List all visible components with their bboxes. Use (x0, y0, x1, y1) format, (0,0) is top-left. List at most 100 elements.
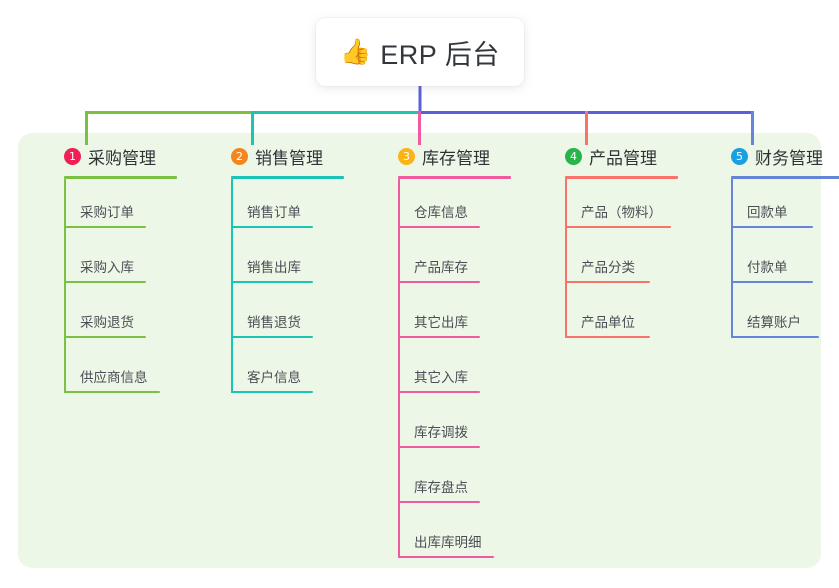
tree-leaf-label: 采购订单 (80, 205, 134, 220)
tree-leaf-underline (731, 281, 813, 283)
tree-leaf-label: 库存调拨 (414, 425, 468, 440)
tree-leaf-underline (64, 336, 146, 338)
thumbs-up-icon: 👍 (340, 37, 372, 66)
tree-leaf-item[interactable]: 采购入库 (42, 234, 177, 289)
tree-leaf-label: 付款单 (747, 260, 788, 275)
branch-badge-2: 2 (231, 147, 248, 165)
branch-items-2: 销售订单销售出库销售退货客户信息 (209, 179, 344, 399)
branch-underline-1 (64, 176, 177, 179)
tree-leaf-label: 采购入库 (80, 260, 134, 275)
branch-underline-3 (398, 176, 511, 179)
branch-header-5[interactable]: 5 财务管理 (709, 144, 839, 168)
branch-stem-4 (565, 179, 567, 338)
tree-leaf-item[interactable]: 供应商信息 (42, 344, 177, 399)
tree-leaf-underline (231, 226, 313, 228)
tree-leaf-underline (731, 336, 819, 338)
root-node-title: ERP 后台 (380, 39, 500, 70)
tree-leaf-label: 供应商信息 (80, 370, 148, 385)
tree-leaf-label: 销售出库 (247, 260, 301, 275)
tree-leaf-underline (398, 336, 480, 338)
tree-leaf-item[interactable]: 销售出库 (209, 234, 344, 289)
tree-leaf-underline (398, 391, 480, 393)
tree-leaf-item[interactable]: 库存调拨 (376, 399, 511, 454)
branch-items-1: 采购订单采购入库采购退货供应商信息 (42, 179, 177, 399)
branch-column-4: 4 产品管理产品（物料） 产品分类产品单位 (543, 144, 678, 344)
tree-leaf-underline (398, 281, 480, 283)
branch-items-5: 回款单付款单结算账户 (709, 179, 839, 344)
tree-leaf-label: 销售订单 (247, 205, 301, 220)
tree-leaf-item[interactable]: 客户信息 (209, 344, 344, 399)
branch-underline-2 (231, 176, 344, 179)
tree-leaf-underline (398, 501, 480, 503)
tree-leaf-underline (64, 391, 160, 393)
tree-leaf-underline (731, 226, 813, 228)
branch-title-1: 采购管理 (88, 148, 156, 168)
diagram-panel (18, 133, 821, 568)
tree-leaf-underline (231, 281, 313, 283)
branch-stem-5 (731, 179, 733, 338)
branch-title-2: 销售管理 (255, 148, 323, 168)
tree-leaf-label: 其它出库 (414, 315, 468, 330)
branch-header-1[interactable]: 1 采购管理 (42, 144, 177, 168)
tree-leaf-label: 产品库存 (414, 260, 468, 275)
branch-badge-5: 5 (731, 147, 748, 165)
tree-leaf-item[interactable]: 其它入库 (376, 344, 511, 399)
tree-leaf-item[interactable]: 结算账户 (709, 289, 839, 344)
tree-leaf-label: 出库库明细 (414, 535, 482, 550)
branch-header-4[interactable]: 4 产品管理 (543, 144, 678, 168)
branch-column-2: 2 销售管理销售订单销售出库销售退货客户信息 (209, 144, 344, 399)
branch-column-3: 3 库存管理仓库信息产品库存其它出库其它入库库存调拨库存盘点出库库明细 (376, 144, 511, 564)
tree-leaf-underline (64, 281, 146, 283)
tree-leaf-item[interactable]: 出库库明细 (376, 509, 511, 564)
tree-leaf-item[interactable]: 其它出库 (376, 289, 511, 344)
tree-leaf-label: 结算账户 (747, 315, 801, 330)
branch-title-5: 财务管理 (755, 148, 823, 168)
tree-leaf-label: 库存盘点 (414, 480, 468, 495)
branch-underline-5 (731, 176, 839, 179)
tree-leaf-label: 客户信息 (247, 370, 301, 385)
branch-items-3: 仓库信息产品库存其它出库其它入库库存调拨库存盘点出库库明细 (376, 179, 511, 564)
tree-leaf-label: 其它入库 (414, 370, 468, 385)
tree-leaf-item[interactable]: 仓库信息 (376, 179, 511, 234)
tree-leaf-item[interactable]: 库存盘点 (376, 454, 511, 509)
tree-leaf-item[interactable]: 销售退货 (209, 289, 344, 344)
tree-leaf-underline (231, 391, 313, 393)
root-node-erp-backend[interactable]: 👍 ERP 后台 (316, 18, 524, 86)
tree-leaf-item[interactable]: 产品单位 (543, 289, 678, 344)
tree-leaf-label: 产品分类 (581, 260, 635, 275)
tree-leaf-underline (398, 556, 494, 558)
tree-leaf-item[interactable]: 采购退货 (42, 289, 177, 344)
tree-leaf-underline (565, 281, 650, 283)
tree-leaf-item[interactable]: 回款单 (709, 179, 839, 234)
tree-leaf-label: 产品单位 (581, 315, 635, 330)
branch-badge-4: 4 (565, 147, 582, 165)
tree-leaf-underline (64, 226, 146, 228)
tree-leaf-item[interactable]: 销售订单 (209, 179, 344, 234)
branch-header-2[interactable]: 2 销售管理 (209, 144, 344, 168)
tree-leaf-item[interactable]: 产品分类 (543, 234, 678, 289)
tree-leaf-label: 产品（物料） (581, 205, 662, 220)
tree-leaf-underline (565, 336, 650, 338)
tree-leaf-item[interactable]: 付款单 (709, 234, 839, 289)
tree-leaf-underline (398, 446, 480, 448)
tree-leaf-label: 回款单 (747, 205, 788, 220)
branch-badge-3: 3 (398, 147, 415, 165)
tree-leaf-label: 仓库信息 (414, 205, 468, 220)
branch-items-4: 产品（物料） 产品分类产品单位 (543, 179, 678, 344)
tree-leaf-item[interactable]: 采购订单 (42, 179, 177, 234)
tree-leaf-label: 销售退货 (247, 315, 301, 330)
branch-column-1: 1 采购管理采购订单采购入库采购退货供应商信息 (42, 144, 177, 399)
branch-stem-2 (231, 179, 233, 393)
tree-leaf-underline (398, 226, 480, 228)
branch-stem-3 (398, 179, 400, 558)
tree-leaf-underline (565, 226, 671, 228)
tree-leaf-label: 采购退货 (80, 315, 134, 330)
branch-badge-1: 1 (64, 147, 81, 165)
tree-leaf-item[interactable]: 产品（物料） (543, 179, 678, 234)
branch-title-3: 库存管理 (422, 148, 490, 168)
tree-leaf-item[interactable]: 产品库存 (376, 234, 511, 289)
branch-column-5: 5 财务管理回款单付款单结算账户 (709, 144, 839, 344)
branch-header-3[interactable]: 3 库存管理 (376, 144, 511, 168)
branch-title-4: 产品管理 (589, 148, 657, 168)
